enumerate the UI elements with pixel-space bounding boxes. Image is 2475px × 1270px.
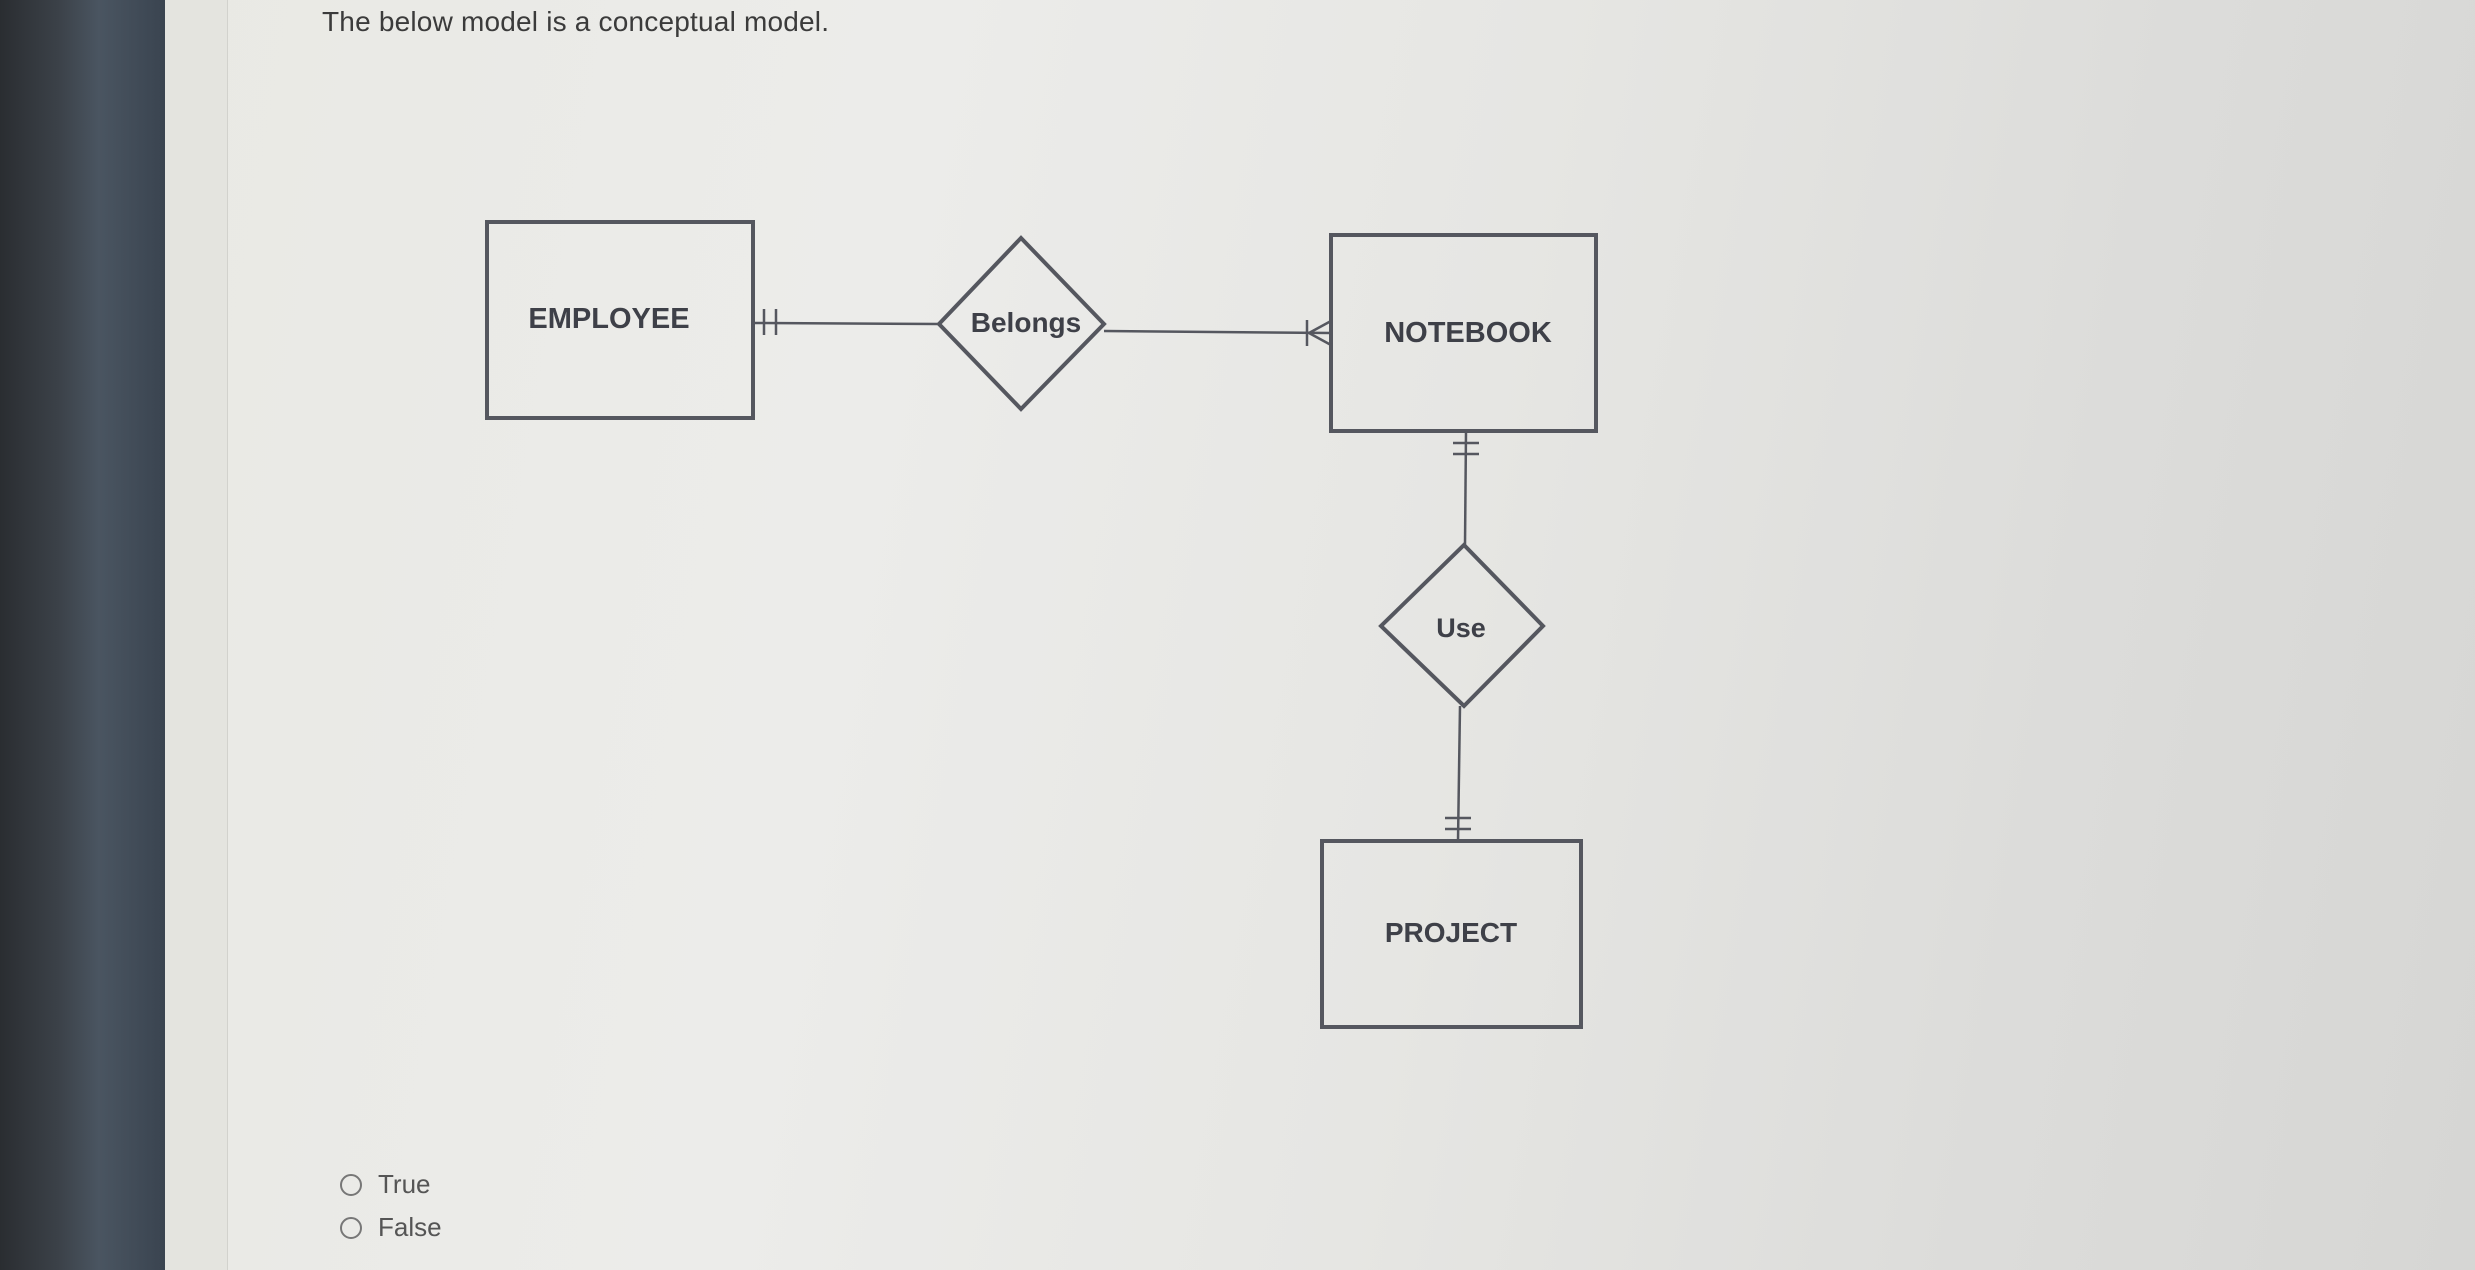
radio-true[interactable] (340, 1173, 362, 1196)
question-text: The below model is a conceptual model. (322, 6, 830, 37)
option-false[interactable]: False (340, 1206, 442, 1249)
entity-project-label: PROJECT (1385, 917, 1517, 948)
connector-use-project (1456, 705, 1462, 842)
option-true[interactable]: True (340, 1163, 442, 1206)
crowfoot-notebook-top (1308, 319, 1332, 335)
connector-employee-belongs (752, 321, 940, 326)
crowfoot-notebook-bottom (1308, 331, 1332, 347)
radio-false[interactable] (340, 1216, 362, 1239)
relationship-belongs-diamond (936, 235, 1107, 412)
answer-options: True False (340, 1163, 442, 1249)
relationship-use-label: Use (1436, 613, 1486, 643)
quiz-page (165, 0, 2475, 1270)
relationship-use-diamond (1378, 542, 1546, 709)
entity-employee-box (485, 220, 755, 420)
screen-bezel (0, 0, 165, 1270)
entity-employee-label: EMPLOYEE (528, 303, 689, 335)
option-false-label: False (378, 1212, 442, 1242)
entity-notebook-label: NOTEBOOK (1384, 317, 1552, 349)
entity-project-box (1320, 839, 1583, 1029)
page-gutter (165, 0, 228, 1270)
option-true-label: True (378, 1169, 431, 1199)
connector-notebook-use (1463, 430, 1468, 546)
connector-belongs-notebook (1103, 329, 1332, 335)
relationship-belongs-label: Belongs (971, 307, 1081, 338)
